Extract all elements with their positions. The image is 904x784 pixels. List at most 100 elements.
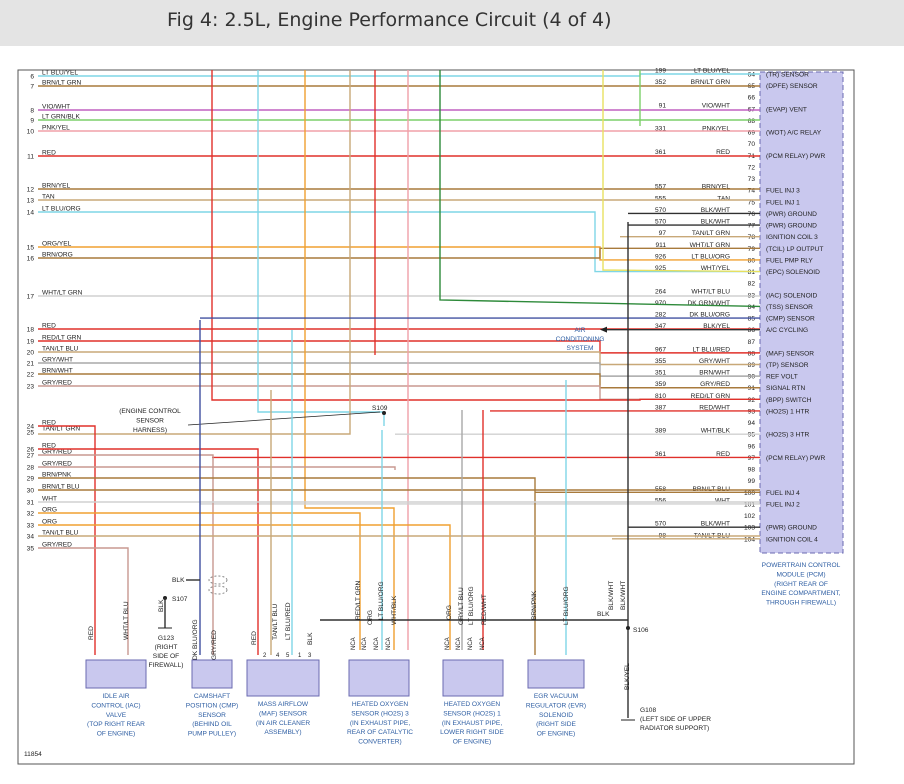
pcm-pin-number: 87 (748, 339, 756, 346)
component-label: VALVE (106, 712, 127, 719)
component-maf (246, 659, 320, 697)
row-wire-label: ORG/YEL (42, 241, 72, 248)
row-wire-label: BRN/PNK (42, 472, 72, 479)
pcm-pin-number: 79 (748, 246, 756, 253)
row-wire-label: BRN/ORG (42, 252, 73, 259)
circuit-number: 361 (655, 451, 666, 458)
nca-label: NCA (374, 637, 380, 650)
pcm-pin-number: 92 (748, 397, 756, 404)
figure-id: 11854 (24, 751, 42, 758)
vertical-wire-label: TAN/LT BLU (272, 603, 279, 640)
circuit-number: 911 (655, 242, 666, 249)
row-wire-label: LT GRN/BLK (42, 114, 80, 121)
pin-wire-label: TAN (717, 195, 730, 202)
pcm-pin-function: (TSS) SENSOR (766, 304, 813, 311)
pcm-pin-function: FUEL PMP RLY (766, 257, 813, 264)
circuit-number: 264 (655, 288, 666, 295)
row-number: 10 (27, 129, 35, 136)
row-number: 27 (27, 453, 35, 460)
vertical-wire-label: DK BLU/ORG (192, 619, 199, 660)
row-number: 25 (27, 430, 35, 437)
pcm-pin-number: 84 (748, 304, 756, 311)
ac-arrow (600, 326, 607, 333)
circuit-number: 570 (655, 521, 666, 528)
splice-s107-label: S107 (172, 596, 188, 603)
ground-g108-label: (LEFT SIDE OF UPPER (640, 716, 711, 723)
circuit-number: 810 (655, 393, 666, 400)
component-label: CONTROL (IAC) (91, 702, 140, 709)
row-number: 21 (27, 361, 35, 368)
wire-16 (38, 247, 760, 259)
nca-label: NCA (456, 637, 462, 650)
pcm-pin-function: FUEL INJ 4 (766, 490, 800, 497)
component-iac (85, 659, 147, 689)
row-number: 17 (27, 294, 35, 301)
component-label: ASSEMBLY) (264, 729, 301, 736)
row-wire-label: GRY/RED (42, 380, 72, 387)
wire-27 (38, 454, 214, 655)
circuit-number: 389 (655, 428, 666, 435)
circuit-number: 555 (655, 195, 666, 202)
circuit-number: 926 (655, 253, 666, 260)
wire-14 (38, 211, 760, 273)
row-number: 16 (27, 256, 35, 263)
pcm-pin-function: SIGNAL RTN (766, 385, 805, 392)
row-wire-label: RED (42, 420, 56, 427)
nca-label: NCA (386, 637, 392, 650)
wire-lt-blu-bus (257, 70, 385, 426)
pcm-pin-function: A/C CYCLING (766, 327, 808, 334)
component-label: REAR OF CATALYTIC (347, 729, 413, 736)
pcm-pin-function: (PCM RELAY) PWR (766, 455, 825, 462)
row-wire-label: TAN/LT GRN (42, 426, 80, 433)
row-number: 14 (27, 210, 35, 217)
wire-21 (38, 362, 760, 377)
row-number: 24 (27, 424, 35, 431)
vertical-wire-label: BRN/PNK (531, 590, 538, 620)
shield (208, 575, 228, 585)
vertical-wire-label: WHT/BLK (391, 595, 398, 625)
component-label: IDLE AIR (102, 693, 129, 700)
row-number: 32 (27, 511, 35, 518)
pcm-pin-number: 85 (748, 316, 756, 323)
pcm-pin-number: 102 (744, 513, 755, 520)
pcm-label: POWERTRAIN CONTROL (762, 562, 841, 569)
pin-wire-label: RED (716, 451, 730, 458)
ground-g123-label: SIDE OF (153, 653, 179, 660)
pcm-label: ENGINE COMPARTMENT, (761, 590, 840, 597)
vertical-wire-label: LT BLU/ORG (378, 581, 385, 620)
row-wire-label: RED/LT GRN (42, 335, 82, 342)
row-wire-label: GRY/RED (42, 449, 72, 456)
pcm-pin-number: 64 (748, 72, 756, 79)
circuit-number: 199 (655, 68, 666, 75)
circuit-number: 556 (655, 497, 666, 504)
wire-33 (38, 524, 451, 650)
pin-wire-label: LT BLU/RED (693, 346, 731, 353)
row-number: 8 (30, 108, 34, 115)
wire-red-bus (211, 70, 760, 401)
row-wire-label: ORG (42, 507, 57, 514)
wire-24 (38, 425, 96, 655)
circuit-number: 359 (655, 381, 666, 388)
row-wire-label: WHT/LT GRN (42, 290, 83, 297)
pin-wire-label: GRY/RED (700, 381, 730, 388)
row-number: 19 (27, 339, 35, 346)
circuit-number: 967 (655, 346, 666, 353)
pin-wire-label: WHT/LT BLU (691, 288, 730, 295)
vertical-wire-label: ORG (367, 610, 374, 625)
wire-tan-bus (38, 70, 351, 435)
component-label: OF ENGINE) (453, 739, 491, 746)
component-label: (BEHIND OIL (192, 721, 232, 728)
component-label: (TOP RIGHT REAR (87, 721, 145, 728)
row-number: 12 (27, 187, 35, 194)
splice-s109-label: S109 (372, 405, 388, 412)
row-number: 31 (27, 500, 35, 507)
page-title: Fig 4: 2.5L, Engine Performance Circuit … (167, 9, 612, 31)
pin-wire-label: WHT/BLK (701, 428, 731, 435)
pcm-label: MODULE (PCM) (776, 571, 825, 578)
pin-wire-label: WHT/LT GRN (690, 242, 731, 249)
splice-s106-dot (626, 626, 630, 630)
pcm-pin-function: (PWR) GROUND (766, 525, 817, 532)
component-label: PUMP PULLEY) (188, 731, 236, 738)
pin-wire-label: RED/WHT (699, 404, 730, 411)
